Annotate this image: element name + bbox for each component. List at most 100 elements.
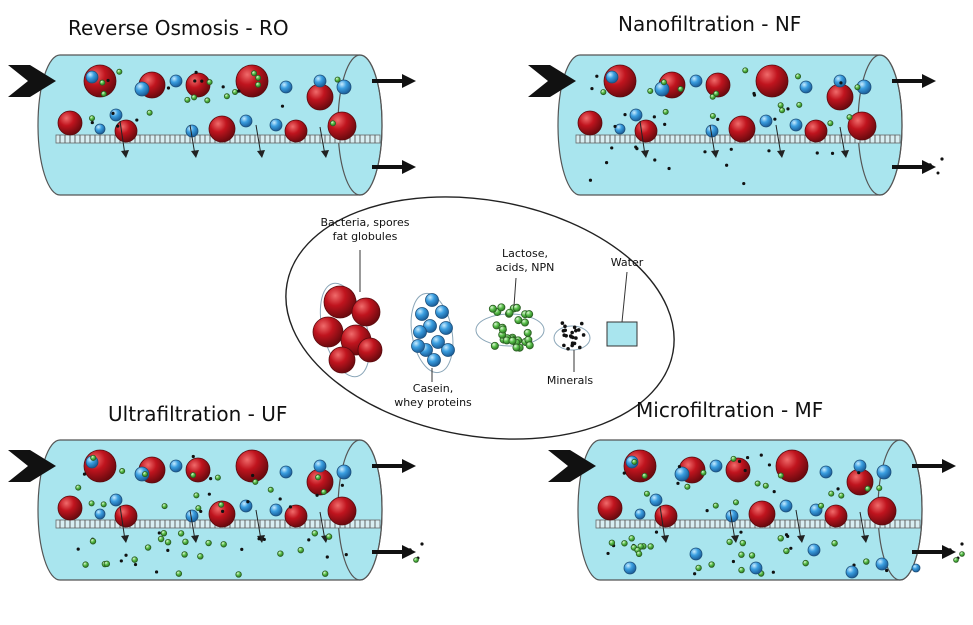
fat-globule [826, 83, 854, 111]
fat-globule [114, 504, 138, 528]
protein-particle [94, 508, 106, 520]
lactose-particle [116, 68, 123, 75]
mineral-particle [739, 530, 743, 534]
mineral-particle [574, 328, 578, 333]
lactose-particle [205, 539, 212, 547]
lactose-particle [831, 540, 838, 547]
fat-globule [235, 64, 269, 98]
lactose-particle [600, 89, 607, 96]
protein-particle [833, 74, 847, 88]
mineral-particle [307, 538, 311, 542]
mineral-particle [948, 548, 952, 552]
mineral-particle [737, 459, 742, 463]
lactose-particle [525, 310, 534, 319]
lactose-particle [90, 454, 97, 461]
permeate-arrow-icon [795, 509, 802, 541]
permeate-arrow-icon [189, 124, 196, 156]
protein-particle [629, 108, 643, 122]
lactose-particle [748, 552, 756, 559]
mineral-particle [200, 79, 204, 83]
protein-particle [435, 305, 449, 319]
lactose-particle [223, 93, 230, 100]
panel-ultrafiltration [8, 439, 424, 581]
protein-particle [911, 563, 921, 573]
permeate-arrow-icon [319, 511, 326, 541]
fat-globule [185, 72, 211, 98]
permeate-arrowhead-icon [777, 150, 785, 158]
fat-globule [328, 346, 356, 374]
lactose-particle [635, 550, 643, 558]
lactose-particle [146, 109, 153, 116]
protein-particle [85, 70, 99, 84]
lactose-particle [783, 547, 790, 555]
fat-globule [327, 111, 357, 141]
lactose-particle [660, 79, 667, 86]
label-casein-line-1: Casein, [412, 382, 454, 395]
lactose-particle [709, 112, 716, 119]
lactose-particle [100, 501, 107, 508]
mineral-particle [278, 497, 282, 501]
lactose-particle [193, 492, 200, 499]
permeate-arrow-icon [839, 126, 846, 156]
fat-globule [208, 115, 236, 143]
fat-globule [57, 110, 83, 136]
water-leader [621, 271, 628, 323]
fat-globule [728, 115, 756, 143]
protein-particle [411, 339, 425, 353]
lactose-particle [732, 499, 739, 506]
mineral-particle [634, 145, 638, 149]
lactose-particle [795, 73, 802, 80]
protein-particle [134, 81, 150, 97]
mineral-particle [562, 333, 567, 338]
mineral-particle [836, 487, 840, 491]
protein-particle [876, 464, 892, 480]
protein-particle [819, 465, 833, 479]
mineral-particle [936, 171, 940, 175]
mineral-particle [572, 325, 577, 330]
mineral-particle [221, 509, 225, 513]
water-cube [606, 321, 638, 347]
feed-arrow-icon [8, 65, 56, 97]
outflow-arrowhead-icon [402, 160, 416, 174]
mineral-particle [111, 111, 115, 115]
label-bacteria-line-2: fat globules [332, 230, 398, 243]
lactose-particle [643, 490, 650, 497]
lactose-particle [497, 303, 506, 312]
mineral-particle [76, 547, 80, 551]
label-casein: Casein, whey proteins [378, 382, 488, 410]
lactose-particle [608, 539, 616, 546]
lactose-particle [828, 490, 835, 497]
lactose-particle [876, 485, 883, 492]
fat-globule [306, 83, 334, 111]
permeate-arrow-icon [859, 511, 866, 541]
lactose-particle [88, 500, 95, 507]
lactose-particle [190, 472, 197, 479]
permeate-arrowhead-icon [121, 535, 129, 543]
protein-particle [634, 508, 646, 520]
fat-globule [235, 449, 269, 483]
mineral-particle [288, 505, 293, 509]
protein-particle [239, 114, 253, 128]
protein-particle [807, 543, 821, 557]
mineral-particle [743, 468, 747, 473]
mineral-particle [742, 181, 746, 186]
lactose-particle [251, 70, 258, 77]
panel-reverse-osmosis [8, 54, 416, 196]
lactose-particle [628, 535, 635, 542]
fat-globule [705, 72, 731, 98]
mineral-particle [157, 531, 161, 535]
lactose-particle [157, 535, 165, 543]
lactose-particle [329, 120, 336, 127]
permeate-arrowhead-icon [257, 535, 265, 543]
mineral-particle [191, 454, 195, 459]
protein-particle [875, 557, 889, 571]
protein-particle [789, 118, 803, 132]
lactose-particle [142, 471, 149, 478]
lactose-particle [796, 101, 803, 108]
title-nanofiltration: Nanofiltration - NF [618, 12, 802, 36]
lactose-particle [953, 557, 959, 563]
lactose-particle [505, 308, 514, 317]
lactose-particle [838, 492, 845, 499]
lactose-particle [131, 556, 138, 563]
lactose-particle [846, 114, 853, 121]
